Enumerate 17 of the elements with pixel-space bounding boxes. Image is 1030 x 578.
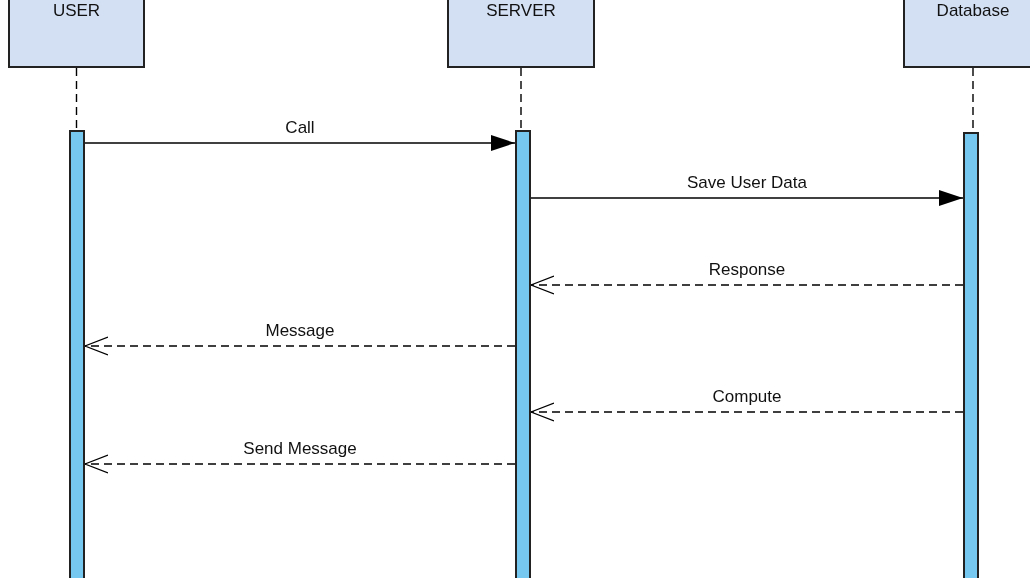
activation-bar xyxy=(69,130,85,578)
lifeline-box: USER xyxy=(8,0,145,68)
activation-bar xyxy=(515,130,531,578)
lifeline xyxy=(75,67,78,131)
lifeline-box: SERVER xyxy=(447,0,595,68)
return-message-arrow xyxy=(530,402,964,422)
return-message-arrow xyxy=(84,454,516,474)
message-label: Send Message xyxy=(241,440,359,458)
activation-bar xyxy=(963,132,979,578)
message-arrow xyxy=(530,190,964,206)
message-label: Message xyxy=(263,322,337,340)
return-message-arrow xyxy=(530,275,964,295)
message-label: Compute xyxy=(710,388,784,406)
lifeline-box: Database xyxy=(903,0,1030,68)
return-message-arrow xyxy=(84,336,516,356)
message-arrow xyxy=(84,135,516,151)
lifeline xyxy=(520,67,522,131)
